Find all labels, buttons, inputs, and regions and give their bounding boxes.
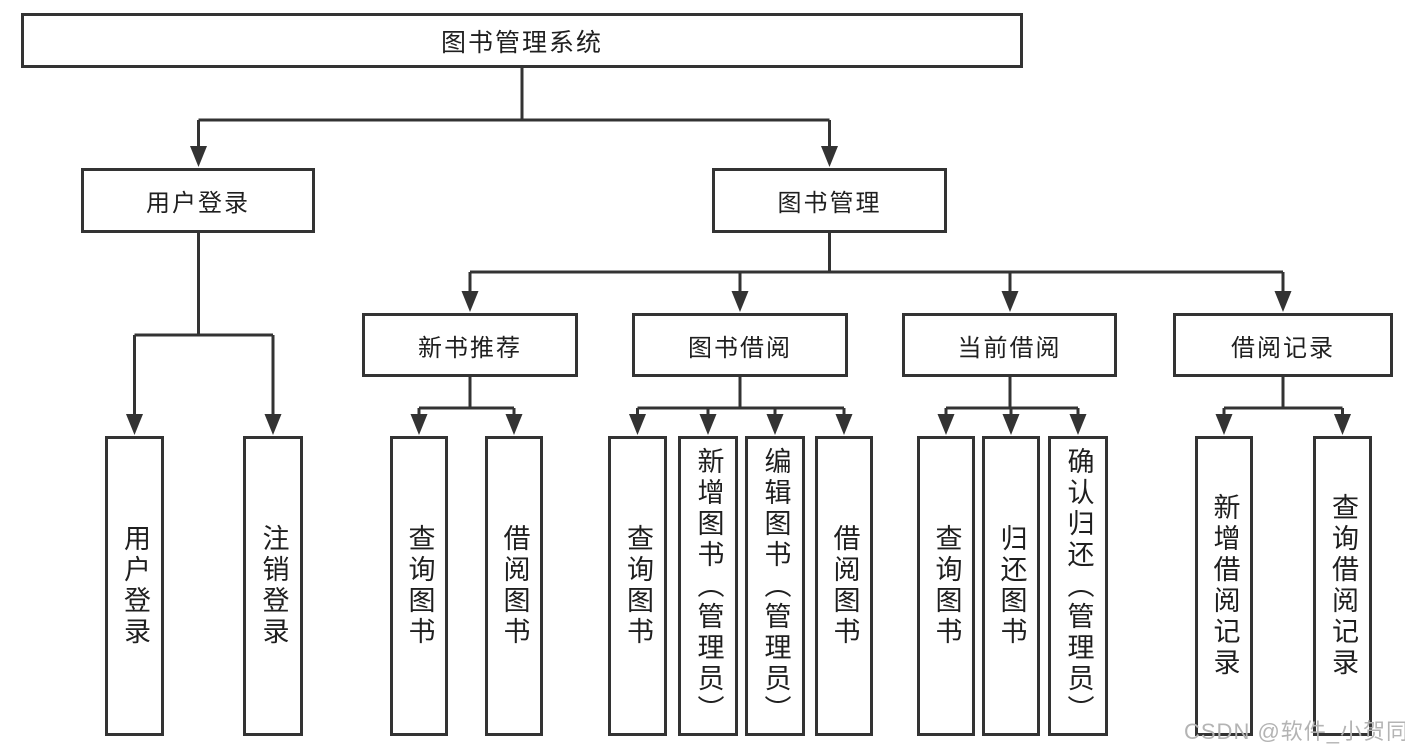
leaf-query-borrow-record: 查询借阅记录 [1313, 436, 1372, 736]
arrowhead [505, 414, 523, 435]
arrowhead [629, 414, 646, 435]
leaf-user-login: 用户登录 [105, 436, 164, 736]
arrowhead [731, 291, 749, 312]
node-borrowing-records: 借阅记录 [1173, 313, 1393, 377]
leaf-label: 查询图书 [931, 524, 962, 648]
node-label: 借阅记录 [1231, 334, 1335, 362]
leaf-label: 用户登录 [120, 524, 150, 648]
node-book-management: 图书管理 [712, 168, 947, 233]
leaf-query-books-current: 查询图书 [917, 436, 975, 736]
arrowhead [1274, 291, 1292, 312]
connector-new-book-to-leaves [417, 377, 516, 424]
arrowhead [126, 414, 143, 435]
leaf-query-books-recommend: 查询图书 [390, 436, 448, 736]
arrowhead [1002, 414, 1020, 435]
leaf-confirm-return-admin: 确认归还（管理员） [1048, 436, 1108, 736]
arrowhead [766, 414, 784, 435]
arrowhead [1069, 414, 1087, 435]
arrowhead [190, 146, 207, 167]
leaf-label: 借阅图书 [499, 524, 530, 648]
connector-current-borrow-to-leaves [944, 377, 1080, 424]
node-user-login: 用户登录 [81, 168, 315, 233]
arrowhead [1215, 414, 1233, 435]
leaf-label: 编辑图书（管理员） [760, 446, 791, 726]
leaf-label: 借阅图书 [829, 524, 860, 648]
connector-book-mgmt-to-level3 [468, 233, 1285, 298]
connector-book-borrow-to-leaves [636, 377, 846, 424]
leaf-label: 注销登录 [258, 524, 289, 648]
arrowhead [937, 414, 955, 435]
leaf-add-books-admin: 新增图书（管理员） [678, 436, 738, 736]
leaf-logout: 注销登录 [243, 436, 303, 736]
leaf-label: 查询图书 [623, 524, 653, 648]
leaf-edit-books-admin: 编辑图书（管理员） [745, 436, 805, 736]
leaf-label: 归还图书 [996, 524, 1027, 648]
node-new-book-recommendation: 新书推荐 [362, 313, 578, 377]
node-label: 新书推荐 [418, 334, 522, 362]
leaf-label: 查询借阅记录 [1328, 493, 1358, 679]
arrowhead [835, 414, 853, 435]
node-label: 图书借阅 [688, 334, 792, 362]
leaf-add-borrow-record: 新增借阅记录 [1195, 436, 1253, 736]
arrowhead [461, 291, 479, 312]
arrowhead [699, 414, 717, 435]
node-label: 图书管理 [777, 190, 882, 217]
watermark: CSDN @软件_小贺同学 [1184, 719, 1405, 744]
leaf-borrow-books-recommend: 借阅图书 [485, 436, 543, 736]
node-current-borrowing: 当前借阅 [902, 313, 1117, 377]
leaf-return-books: 归还图书 [982, 436, 1040, 736]
node-book-borrowing: 图书借阅 [632, 313, 848, 377]
leaf-borrow-books-borrowing: 借阅图书 [815, 436, 873, 736]
leaf-label: 新增图书（管理员） [693, 446, 724, 726]
leaf-label: 确认归还（管理员） [1063, 446, 1094, 726]
leaf-label: 新增借阅记录 [1209, 493, 1240, 679]
arrowhead [1334, 414, 1351, 435]
arrowhead [410, 414, 428, 435]
node-label: 用户登录 [146, 190, 250, 217]
node-label: 当前借阅 [957, 334, 1062, 362]
arrowhead [1001, 291, 1019, 312]
connector-user-login-to-leaves [133, 233, 275, 424]
leaf-query-books-borrowing: 查询图书 [608, 436, 667, 736]
node-library-management-system: 图书管理系统 [21, 13, 1023, 68]
connector-borrow-record-to-leaves [1222, 377, 1344, 424]
arrowhead [821, 146, 838, 167]
leaf-label: 查询图书 [404, 524, 435, 648]
arrowhead [264, 414, 282, 435]
connector-root-to-level2 [197, 68, 831, 152]
node-label: 图书管理系统 [440, 28, 603, 57]
